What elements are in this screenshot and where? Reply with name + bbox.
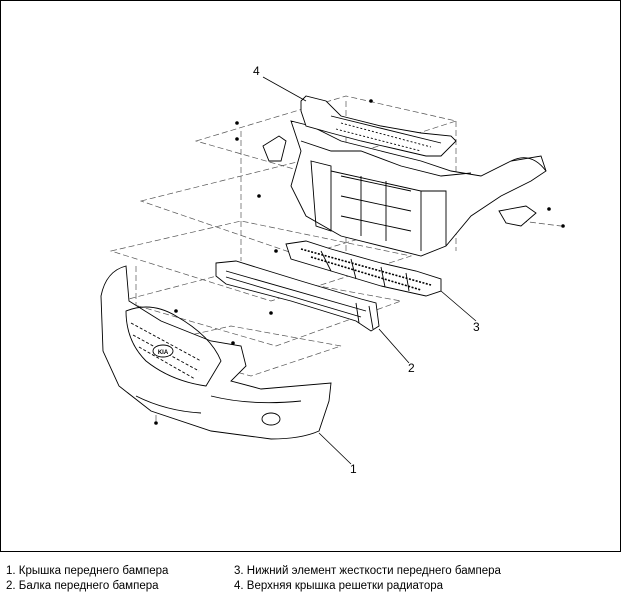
legend-item-2: 2. Балка переднего бампера (6, 580, 159, 592)
radiator-support-frame (290, 120, 547, 257)
front-bumper-beam (215, 260, 380, 332)
diagram-frame: KIA (0, 0, 621, 552)
bumper-side-brackets (262, 135, 537, 227)
svg-text:KIA: KIA (158, 350, 169, 356)
legend-item-3: 3. Нижний элемент жесткости переднего ба… (234, 565, 501, 577)
fastener-bolts (154, 99, 565, 425)
callout-2: 2 (408, 361, 415, 375)
leader-lines (262, 76, 477, 465)
callout-1: 1 (350, 462, 357, 476)
upper-radiator-grille-cover (300, 95, 457, 157)
parts-legend: 1. Крышка переднего бампера 2. Балка пер… (6, 564, 616, 604)
front-bumper-cover: KIA (100, 265, 332, 440)
callout-4: 4 (253, 64, 260, 78)
legend-item-4: 4. Верхняя крышка решетки радиатора (234, 580, 444, 592)
exploded-view-drawing: KIA (100, 76, 565, 465)
callout-3: 3 (473, 320, 480, 334)
legend-item-1: 1. Крышка переднего бампера (6, 565, 169, 577)
lower-bumper-stiffener (285, 240, 442, 297)
